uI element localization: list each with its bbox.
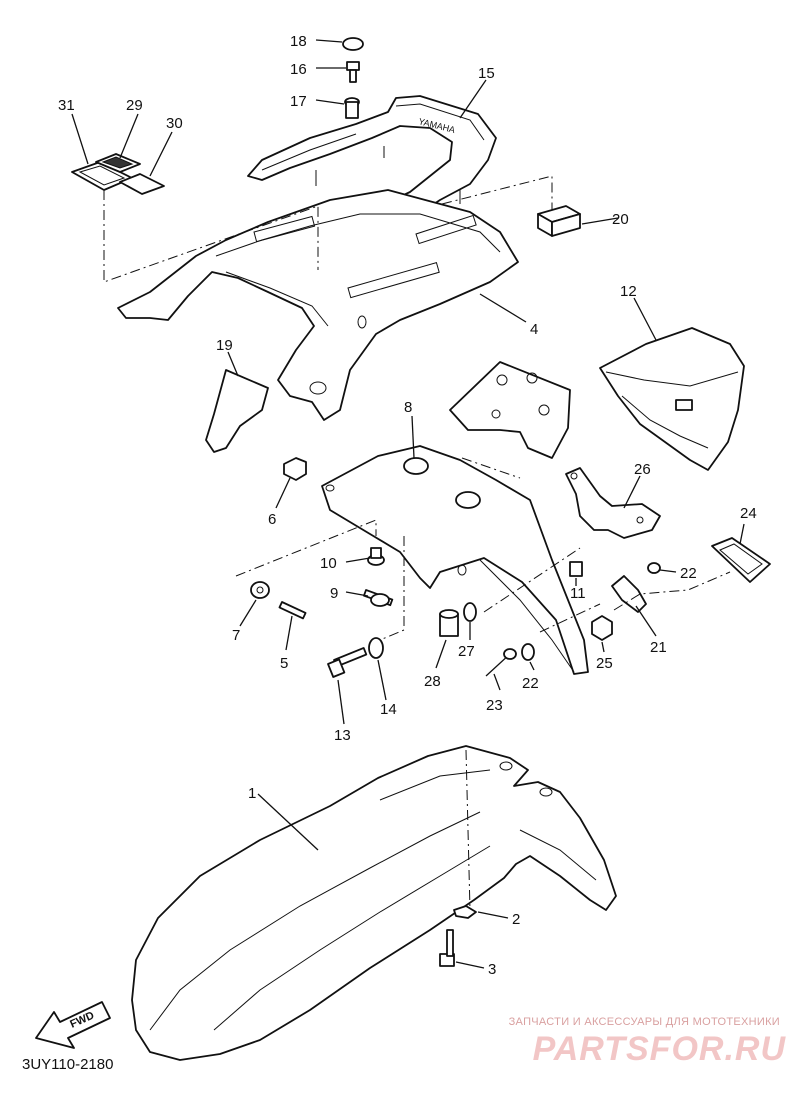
washer-22-upper (647, 562, 661, 574)
pad-19 (205, 369, 269, 453)
callout-27: 27 (458, 643, 475, 660)
callout-20: 20 (612, 211, 629, 228)
callout-labels: 1 2 3 4 5 6 7 8 9 10 11 12 13 14 15 16 1… (58, 33, 757, 978)
callout-14: 14 (380, 701, 397, 718)
leader-lines (71, 39, 745, 969)
callout-21: 21 (650, 639, 667, 656)
callout-28: 28 (424, 673, 441, 690)
bolt-9 (363, 589, 394, 607)
callout-1: 1 (248, 785, 256, 802)
callout-24: 24 (740, 505, 757, 522)
plate-26 (565, 467, 661, 539)
bolt-3 (439, 929, 455, 967)
cap-18 (342, 37, 364, 51)
callout-19: 19 (216, 337, 233, 354)
collar-28 (439, 609, 459, 637)
lamp-housing-12 (599, 327, 745, 471)
bracket-plate (449, 361, 571, 459)
callout-2: 2 (512, 911, 520, 928)
callout-15: 15 (478, 65, 495, 82)
sticker-29 (95, 153, 141, 173)
callout-4: 4 (530, 321, 538, 338)
washer-7 (250, 581, 270, 599)
bracket-21 (611, 575, 647, 613)
callout-13: 13 (334, 727, 351, 744)
nut-2 (453, 905, 477, 919)
callout-18: 18 (290, 33, 307, 50)
callout-5: 5 (280, 655, 288, 672)
rear-fender-1 (131, 745, 617, 1061)
callout-16: 16 (290, 61, 307, 78)
screw-23 (485, 648, 517, 677)
diagram-code: 3UY110-2180 (22, 1056, 114, 1073)
callout-30: 30 (166, 115, 183, 132)
callout-3: 3 (488, 961, 496, 978)
washer-10 (367, 547, 385, 566)
bolt-16 (346, 61, 360, 83)
washer-27 (463, 602, 477, 622)
callout-31: 31 (58, 97, 75, 114)
callout-29: 29 (126, 97, 143, 114)
collar-11 (569, 561, 583, 577)
callout-10: 10 (320, 555, 337, 572)
callout-11: 11 (570, 585, 586, 602)
fwd-arrow-icon: FWD (35, 1001, 111, 1049)
callout-17: 17 (290, 93, 307, 110)
callout-22a: 22 (680, 565, 697, 582)
callout-8: 8 (404, 399, 412, 416)
block-20 (537, 205, 581, 237)
nut-25 (591, 615, 613, 641)
sticker-30 (119, 173, 165, 195)
bracket-8 (321, 445, 589, 675)
callout-12: 12 (620, 283, 637, 300)
washer-22-lower (521, 643, 535, 661)
bolt-5 (278, 601, 307, 620)
dash-dot-lines (103, 175, 731, 911)
rear-cover-4 (117, 189, 519, 421)
watermark-logo: PARTSFOR.RU (532, 1030, 786, 1068)
callout-23: 23 (486, 697, 503, 714)
callout-6: 6 (268, 511, 276, 528)
callout-25: 25 (596, 655, 613, 672)
watermark-tagline: ЗАПЧАСТИ И АКСЕССУАРЫ ДЛЯ МОТОТЕХНИКИ (508, 1016, 780, 1028)
reflector-24 (711, 537, 771, 583)
callout-22b: 22 (522, 675, 539, 692)
callout-26: 26 (634, 461, 651, 478)
bolt-13 (327, 647, 368, 678)
collar-17 (344, 97, 360, 119)
washer-14 (368, 637, 384, 659)
callout-7: 7 (232, 627, 240, 644)
callout-9: 9 (330, 585, 338, 602)
nut-6 (283, 457, 307, 481)
